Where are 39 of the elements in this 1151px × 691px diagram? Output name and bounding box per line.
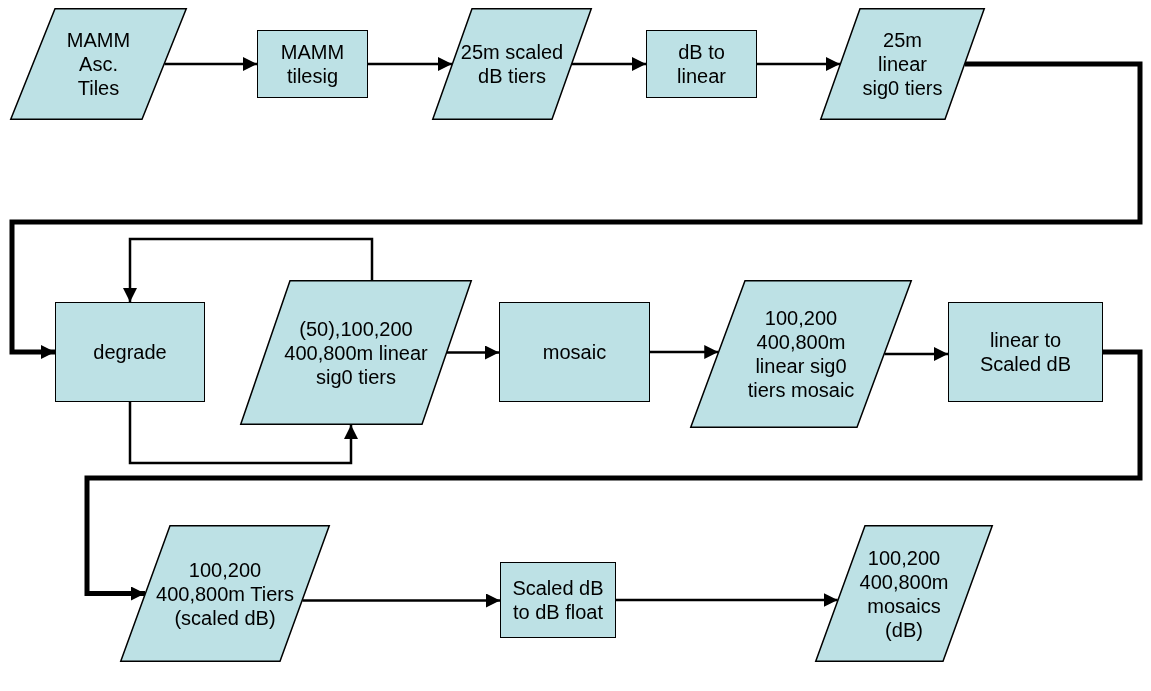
node-label: Scaled dB to dB float: [511, 576, 605, 624]
node-label: (50),100,200 400,800m linear sig0 tiers: [283, 316, 429, 389]
arrow: [164, 57, 257, 71]
data-parallelogram: [240, 280, 472, 425]
node-label: MAMM tilesig: [279, 40, 346, 88]
arrow: [84, 349, 1143, 601]
arrow: [128, 402, 358, 465]
process-box: [948, 302, 1103, 402]
arrow: [9, 61, 1143, 359]
arrow: [447, 345, 499, 360]
data-parallelogram: [10, 8, 187, 120]
process-box: [500, 562, 616, 638]
data-parallelogram: [690, 280, 912, 428]
data-parallelogram: [432, 8, 592, 120]
node-label: linear to Scaled dB: [978, 328, 1073, 376]
arrow: [884, 347, 948, 361]
arrow: [616, 593, 838, 607]
arrow: [368, 57, 452, 71]
data-parallelogram: [815, 525, 993, 662]
data-parallelogram: [820, 8, 985, 120]
process-box: [499, 302, 650, 402]
node-label: degrade: [93, 340, 167, 364]
node-label: MAMM Asc. Tiles: [65, 28, 132, 100]
node-label: dB to linear: [676, 40, 727, 88]
arrow: [302, 593, 500, 608]
arrow: [650, 345, 719, 359]
process-box: [646, 30, 757, 98]
node-label: 25m linear sig0 tiers: [861, 28, 944, 100]
arrow: [757, 57, 840, 71]
node-label: mosaic: [542, 340, 607, 364]
node-label: 25m scaled dB tiers: [459, 40, 565, 88]
node-label: 100,200 400,800m linear sig0 tiers mosaic: [746, 306, 856, 402]
node-label: 100,200 400,800m Tiers (scaled dB): [155, 557, 295, 630]
process-box: [55, 302, 205, 402]
arrow: [572, 57, 646, 71]
process-box: [257, 30, 368, 98]
data-parallelogram: [120, 525, 330, 662]
arrow: [123, 237, 374, 302]
node-label: 100,200 400,800m mosaics (dB): [858, 545, 950, 642]
